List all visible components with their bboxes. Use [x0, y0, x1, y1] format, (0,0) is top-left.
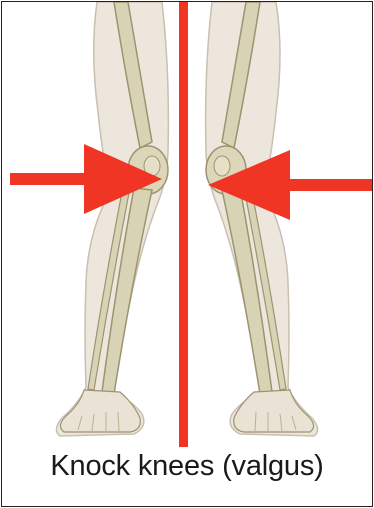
left-foot [60, 390, 140, 432]
right-patella [214, 156, 230, 176]
left-leg [56, 2, 168, 436]
midline [179, 2, 188, 447]
knock-knees-illustration [2, 2, 372, 447]
caption: Knock knees (valgus) [2, 450, 372, 483]
right-leg [206, 2, 318, 436]
right-foot [234, 390, 314, 432]
